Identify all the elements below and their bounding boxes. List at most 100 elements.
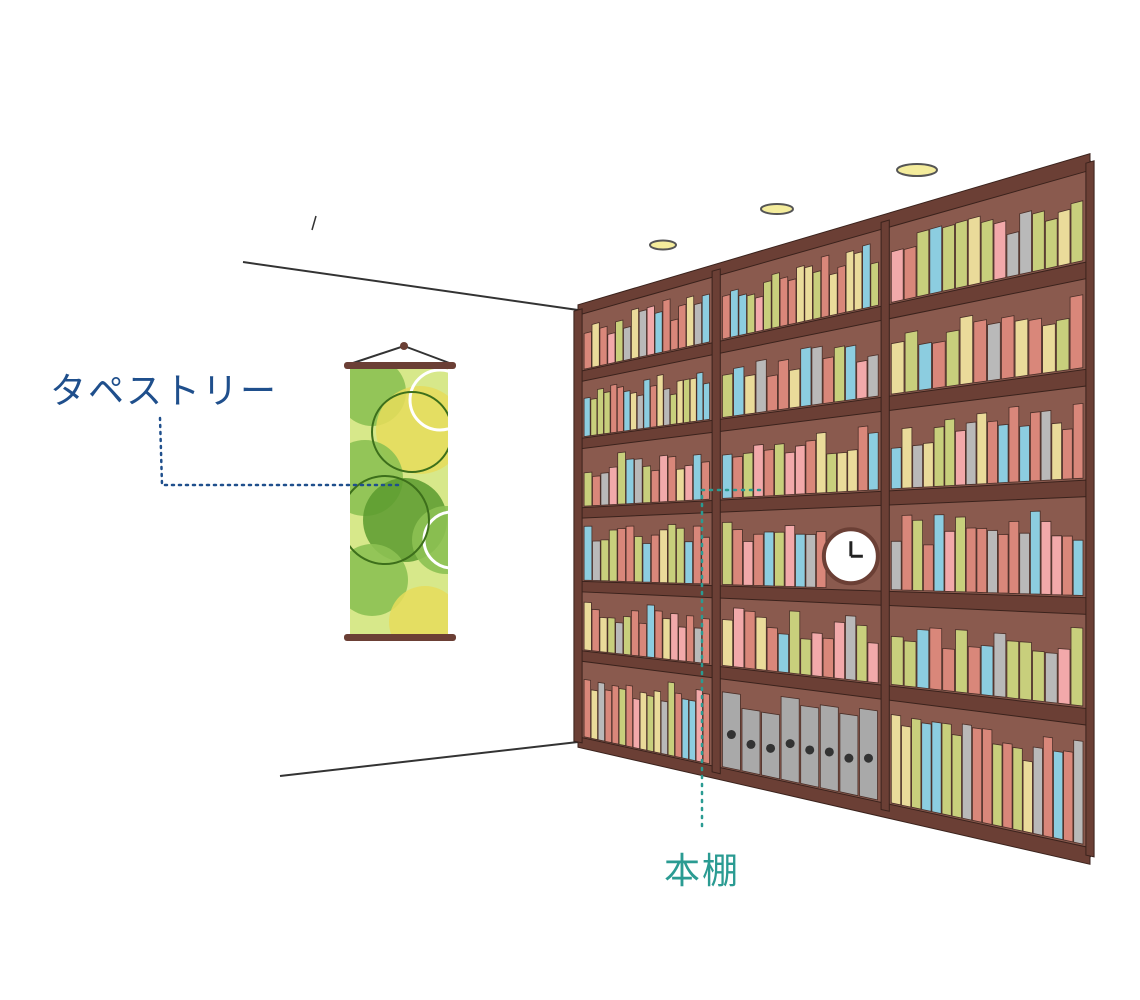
- book: [591, 608, 600, 652]
- book: [659, 529, 668, 584]
- book: [583, 525, 593, 581]
- book: [1063, 750, 1074, 843]
- book: [1002, 742, 1013, 830]
- book: [903, 245, 917, 301]
- book: [603, 391, 611, 435]
- book: [646, 695, 654, 753]
- book: [702, 692, 710, 765]
- book: [1042, 736, 1053, 839]
- book: [918, 341, 932, 391]
- book: [617, 451, 626, 505]
- book: [755, 295, 764, 333]
- book: [1032, 210, 1045, 273]
- leader-line-bookshelf: [700, 488, 764, 828]
- book: [777, 633, 789, 674]
- book: [744, 374, 756, 415]
- book: [753, 533, 764, 587]
- book: [625, 525, 635, 583]
- book: [901, 514, 913, 591]
- book: [1030, 510, 1041, 595]
- book: [599, 325, 608, 367]
- book: [763, 531, 775, 587]
- book: [597, 681, 605, 742]
- book: [856, 624, 868, 683]
- book: [650, 469, 660, 503]
- book: [870, 261, 879, 308]
- book: [771, 272, 780, 329]
- tapestry: [344, 342, 456, 641]
- book: [944, 418, 956, 487]
- book: [616, 386, 624, 433]
- book: [583, 678, 591, 739]
- book: [722, 521, 733, 586]
- book: [742, 540, 754, 586]
- book: [683, 378, 691, 424]
- book: [692, 525, 702, 585]
- book: [967, 646, 981, 695]
- book: [789, 610, 801, 675]
- book: [642, 542, 651, 583]
- book: [955, 629, 968, 694]
- book: [805, 533, 816, 588]
- book: [916, 229, 930, 298]
- book: [1053, 750, 1064, 841]
- book: [959, 314, 974, 386]
- book: [868, 431, 879, 491]
- binder-ring-hole: [785, 739, 795, 749]
- book: [742, 452, 754, 498]
- book: [862, 243, 871, 310]
- book: [805, 439, 816, 495]
- bookshelf-label: 本棚: [664, 851, 741, 892]
- book: [618, 688, 626, 747]
- book: [638, 309, 647, 358]
- book: [890, 447, 902, 490]
- book: [1001, 315, 1015, 380]
- book: [1008, 520, 1020, 595]
- book: [681, 698, 689, 760]
- book: [980, 644, 994, 697]
- book: [674, 692, 682, 759]
- tapestry-label: タペストリー: [50, 371, 279, 412]
- book: [583, 396, 591, 438]
- book: [617, 527, 626, 582]
- book: [686, 615, 695, 663]
- book: [997, 423, 1009, 484]
- book: [654, 610, 663, 660]
- book: [923, 544, 934, 592]
- book: [912, 444, 923, 489]
- book: [847, 449, 858, 492]
- book: [933, 426, 945, 487]
- book: [856, 359, 868, 400]
- book: [607, 617, 616, 654]
- book: [678, 626, 687, 662]
- book: [1019, 210, 1032, 275]
- book: [607, 332, 616, 365]
- book: [701, 293, 710, 344]
- book: [676, 527, 685, 584]
- book: [753, 443, 764, 498]
- book: [777, 358, 789, 411]
- book: [941, 722, 952, 817]
- book: [890, 248, 904, 303]
- book: [701, 461, 710, 501]
- book: [816, 531, 827, 589]
- book: [639, 691, 647, 751]
- book: [732, 529, 743, 586]
- book: [890, 540, 902, 591]
- book: [1051, 535, 1062, 596]
- book: [890, 635, 904, 687]
- book: [904, 330, 919, 393]
- book: [779, 276, 789, 327]
- book: [1045, 217, 1058, 270]
- book: [829, 272, 838, 317]
- book: [631, 307, 639, 360]
- book: [766, 626, 778, 673]
- book: [636, 394, 644, 430]
- book: [701, 618, 710, 665]
- book: [774, 443, 785, 496]
- book: [630, 391, 637, 431]
- book: [965, 527, 977, 593]
- book: [853, 251, 863, 311]
- book: [688, 699, 696, 762]
